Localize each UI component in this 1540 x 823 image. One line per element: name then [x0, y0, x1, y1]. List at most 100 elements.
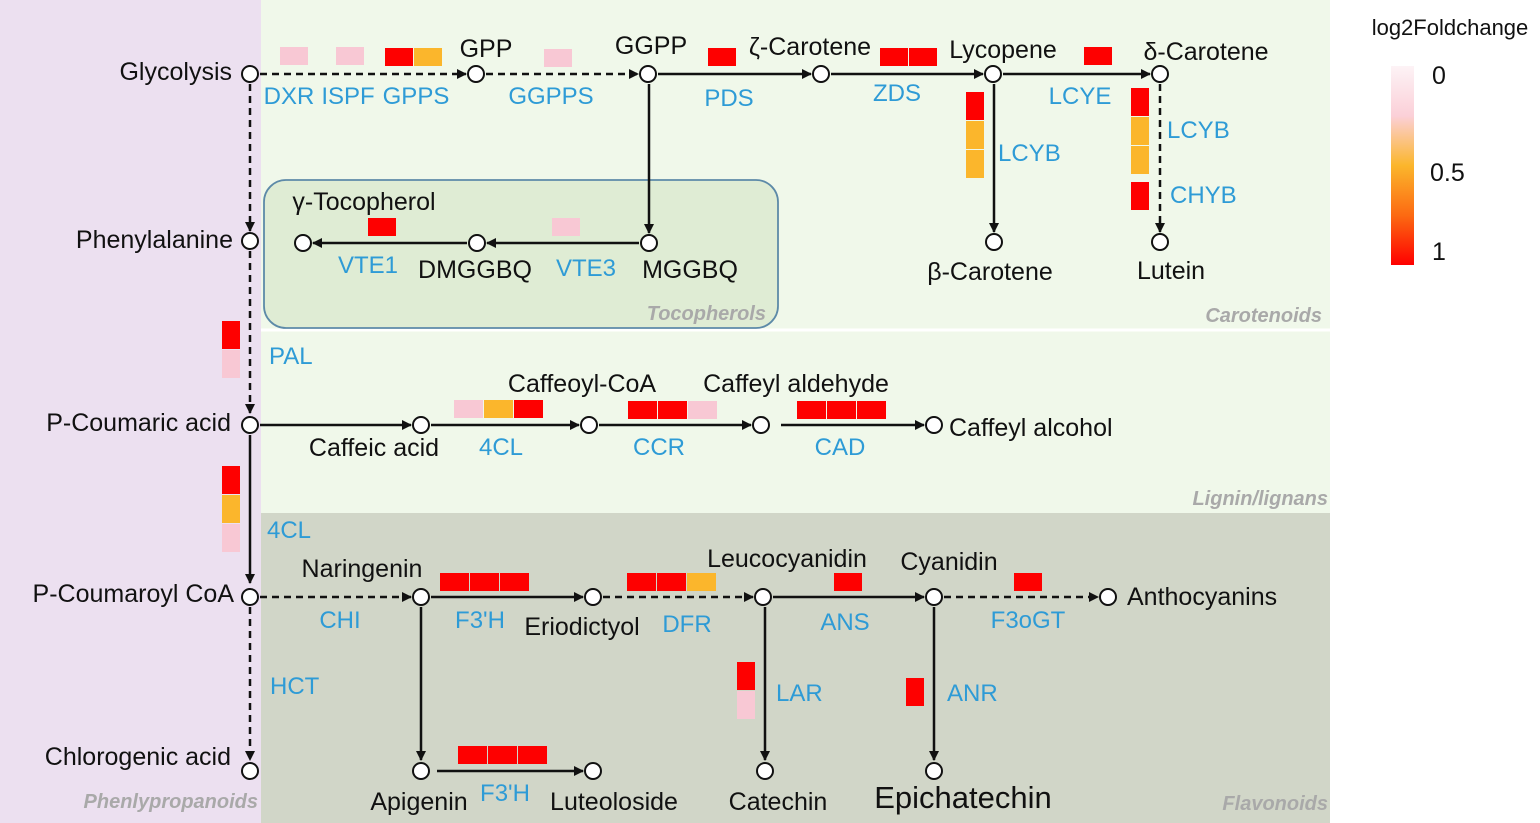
node-p-coumaroyl-coa — [241, 588, 259, 606]
legend-tick-0-5: 0.5 — [1430, 159, 1465, 187]
metabolite-epichatechin: Epichatechin — [874, 780, 1052, 815]
node-mggbq — [640, 234, 658, 252]
node-caffeyl-aldehyde — [752, 416, 770, 434]
metabolite-caffeoyl-coa: Caffeoyl-CoA — [508, 370, 657, 398]
metabolite-leucocyanidin: Leucocyanidin — [707, 545, 867, 573]
heatmap-cell-ccr-0 — [628, 401, 657, 419]
heatmap-cell-cad-1 — [827, 401, 856, 419]
metabolite-gamma-tocopherol: γ-Tocopherol — [292, 188, 435, 216]
node-chlorogenic-acid — [241, 762, 259, 780]
heatmap-cell-f3ogt-0 — [1014, 573, 1042, 591]
enzyme-dfr: DFR — [662, 611, 711, 638]
enzyme-4cl-caffeic: 4CL — [479, 434, 523, 461]
metabolite-catechin: Catechin — [729, 788, 828, 816]
heatmap-cell-dfr-2 — [687, 573, 716, 591]
region-label-lignin: Lignin/lignans — [1192, 488, 1328, 510]
legend-tick-0: 0 — [1432, 62, 1446, 90]
region-label-carotenoids: Carotenoids — [1205, 305, 1322, 327]
heatmap-cell-f3h_b-2 — [518, 746, 547, 764]
heatmap-cell-pal-0 — [222, 321, 240, 349]
node-caffeoyl-coa — [580, 416, 598, 434]
heatmap-cell-dfr-0 — [627, 573, 656, 591]
legend-tick-1: 1 — [1432, 238, 1446, 266]
heatmap-cell-4cl_b-1 — [222, 495, 240, 523]
heatmap-cell-f3h_b-1 — [488, 746, 517, 764]
metabolite-caffeic-acid: Caffeic acid — [309, 434, 439, 462]
enzyme-hct: HCT — [270, 673, 320, 700]
heatmap-cell-4cl_b-0 — [222, 466, 240, 494]
node-lycopene — [984, 65, 1002, 83]
heatmap-cell-lcyb1-0 — [966, 92, 984, 120]
region-label-flavonoids: Flavonoids — [1222, 793, 1328, 815]
heatmap-cell-f3h_b-0 — [458, 746, 487, 764]
enzyme-ggpps: GGPPS — [508, 83, 593, 110]
enzyme-vte1: VTE1 — [338, 252, 398, 279]
metabolite-ggpp: GGPP — [615, 32, 687, 60]
metabolite-caffeyl-aldehyde: Caffeyl aldehyde — [703, 370, 889, 398]
node-luteoloside — [584, 762, 602, 780]
heatmap-cell-lcyb2-2 — [1131, 146, 1149, 174]
enzyme-vte3: VTE3 — [556, 255, 616, 282]
metabolite-luteoloside: Luteoloside — [550, 788, 678, 816]
enzyme-gpps: GPPS — [383, 83, 450, 110]
region-label-tocopherols: Tocopherols — [647, 303, 766, 325]
enzyme-lcyb-left: LCYB — [998, 140, 1061, 167]
enzyme-lar: LAR — [776, 680, 823, 707]
heatmap-cell-cad-2 — [857, 401, 886, 419]
metabolite-p-coumaroyl-coa: P-Coumaroyl CoA — [33, 580, 235, 608]
enzyme-f3ogt: F3oGT — [991, 607, 1066, 634]
metabolite-zeta-carotene: ζ-Carotene — [749, 33, 871, 61]
heatmap-cell-ans-0 — [834, 573, 862, 591]
legend-colorbar — [1391, 66, 1414, 265]
enzyme-lcyb-right: LCYB — [1167, 117, 1230, 144]
metabolite-caffeyl-alcohol: Caffeyl alcohol — [949, 414, 1113, 442]
heatmap-cell-4cl_a-1 — [484, 400, 513, 418]
node-phenylalanine — [241, 232, 259, 250]
heatmap-cell-gpps-1 — [414, 48, 442, 66]
metabolite-delta-carotene: δ-Carotene — [1143, 38, 1268, 66]
node-caffeic-acid — [412, 416, 430, 434]
enzyme-zds: ZDS — [873, 80, 921, 107]
enzyme-4cl-coumaroyl: 4CL — [267, 517, 311, 544]
heatmap-cell-lar-1 — [737, 691, 755, 719]
metabolite-chlorogenic-acid: Chlorogenic acid — [45, 743, 231, 771]
heatmap-cell-f3h_a-2 — [500, 573, 529, 591]
node-zeta-carotene — [812, 65, 830, 83]
metabolite-glycolysis: Glycolysis — [119, 58, 232, 86]
heatmap-cell-dfr-1 — [657, 573, 686, 591]
node-apigenin — [412, 762, 430, 780]
metabolite-beta-carotene: β-Carotene — [927, 258, 1053, 286]
metabolite-anthocyanins: Anthocyanins — [1127, 583, 1277, 611]
metabolite-lycopene: Lycopene — [949, 36, 1057, 64]
node-delta-carotene — [1151, 65, 1169, 83]
heatmap-cell-gpps-0 — [385, 48, 413, 66]
heatmap-cell-vte1-0 — [368, 218, 396, 236]
heatmap-cell-lcyb2-1 — [1131, 117, 1149, 145]
phenylpropanoids-region — [0, 0, 261, 823]
metabolite-apigenin: Apigenin — [370, 788, 467, 816]
heatmap-cell-f3h_a-0 — [440, 573, 469, 591]
node-glycolysis — [241, 65, 259, 83]
node-naringenin — [412, 588, 430, 606]
metabolite-mggbq: MGGBQ — [642, 256, 738, 284]
enzyme-ispf: ISPF — [321, 83, 374, 110]
enzyme-chyb: CHYB — [1170, 182, 1237, 209]
heatmap-cell-anr-0 — [906, 678, 924, 706]
heatmap-cell-pds-0 — [708, 48, 736, 66]
heatmap-cell-pal-1 — [222, 350, 240, 378]
enzyme-dxr: DXR — [264, 83, 315, 110]
heatmap-cell-lcyb1-2 — [966, 150, 984, 178]
metabolite-naringenin: Naringenin — [302, 555, 423, 583]
heatmap-cell-chyb-0 — [1131, 182, 1149, 210]
node-anthocyanins — [1099, 588, 1117, 606]
node-eriodictyol — [584, 588, 602, 606]
enzyme-ccr: CCR — [633, 434, 685, 461]
heatmap-cell-ispf-0 — [336, 47, 364, 65]
heatmap-cell-lcyb2-0 — [1131, 88, 1149, 116]
region-label-phenylpropanoids: Phenlypropanoids — [84, 791, 258, 813]
heatmap-cell-lar-0 — [737, 662, 755, 690]
heatmap-cell-dxr-0 — [280, 47, 308, 65]
enzyme-lcye: LCYE — [1049, 83, 1112, 110]
